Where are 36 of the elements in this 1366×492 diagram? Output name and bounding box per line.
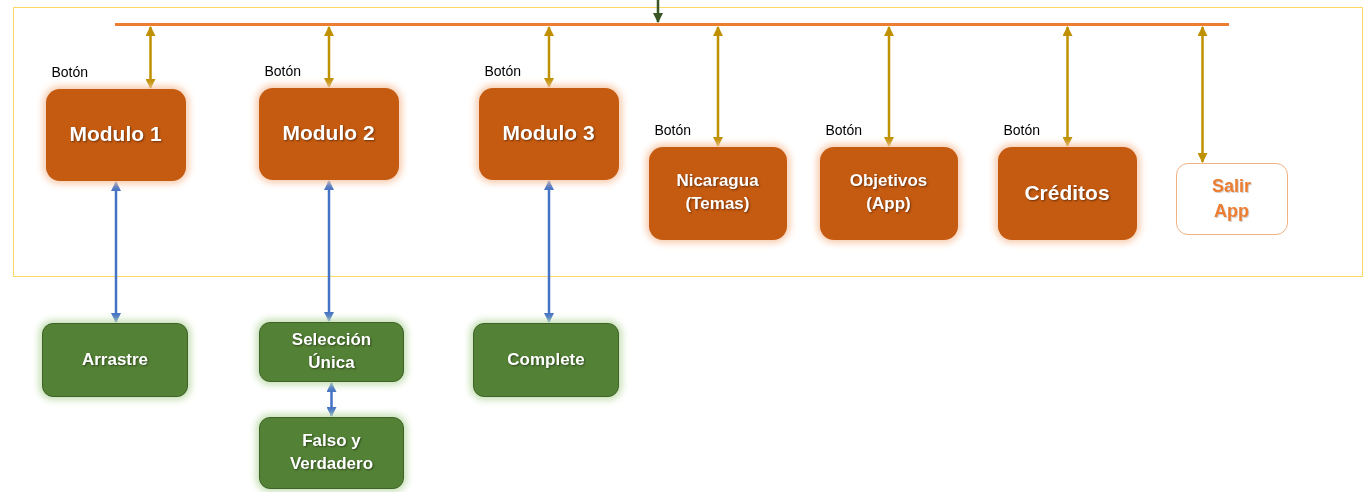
arrow <box>326 382 337 417</box>
activity-box <box>259 417 404 489</box>
arrow <box>1197 26 1208 163</box>
arrow <box>145 26 156 89</box>
button-caption: Botón <box>654 121 692 138</box>
exit-button <box>1175 162 1288 235</box>
button-label: Créditos <box>1023 179 1111 206</box>
button-label: Modulo 1 <box>68 121 163 148</box>
button-label: Complete <box>506 348 586 371</box>
button-label: Modulo 2 <box>281 120 376 147</box>
arrow <box>324 26 334 88</box>
arrow <box>884 26 894 147</box>
arrow <box>653 0 663 23</box>
button-label: Modulo 3 <box>501 120 596 147</box>
bus-bar <box>114 22 1229 26</box>
button-caption: Botón <box>1003 121 1041 138</box>
button-label: Salir App <box>1211 175 1252 223</box>
arrow <box>1062 26 1073 147</box>
frame-box <box>13 7 1363 277</box>
activity-box <box>473 323 619 397</box>
activity-box <box>259 322 404 382</box>
arrow <box>544 180 554 323</box>
button-label: Selección Única <box>290 329 373 374</box>
button-label: Falso y Verdadero <box>288 430 375 475</box>
button-label: Objetivos (App) <box>848 170 929 215</box>
button-label: Arrastre <box>80 348 150 371</box>
arrow <box>544 26 554 88</box>
button-caption: Botón <box>484 62 522 79</box>
button-caption: Botón <box>825 121 863 138</box>
button-caption: Botón <box>51 63 89 80</box>
button-caption: Botón <box>264 62 302 79</box>
arrow <box>111 181 121 323</box>
activity-box <box>42 323 188 397</box>
button-label: Nicaragua (Temas) <box>675 170 760 215</box>
arrow <box>324 180 334 322</box>
arrow <box>713 26 723 147</box>
